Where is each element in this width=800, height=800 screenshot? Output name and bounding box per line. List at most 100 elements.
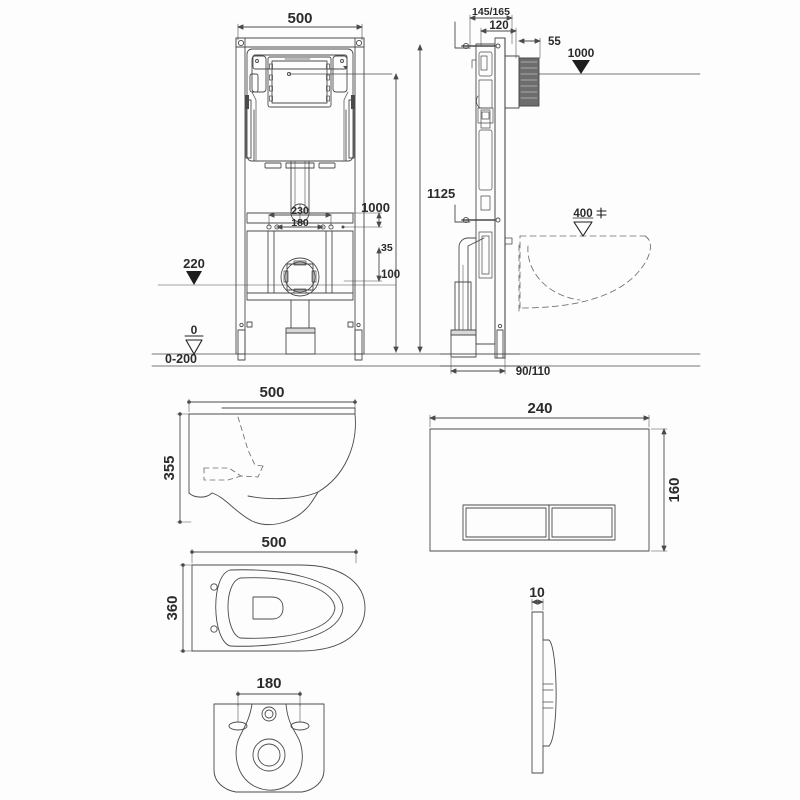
view-frame-side bbox=[439, 21, 701, 367]
side-foot bbox=[496, 329, 504, 359]
dim-elevation-1000: 1000 bbox=[568, 46, 595, 60]
bowl-plan-outline bbox=[191, 564, 366, 652]
bowl-plan-rim bbox=[227, 577, 336, 639]
dim-outlet-spacing: 230 bbox=[291, 205, 309, 217]
elbow-collar bbox=[450, 329, 477, 336]
foot-left-block bbox=[246, 321, 253, 328]
view-flush-plate-side bbox=[531, 611, 557, 774]
bowl-plan-seat bbox=[215, 569, 344, 647]
dim-depth-55: 55 bbox=[548, 36, 561, 48]
waste-collar-flange bbox=[286, 263, 314, 291]
view-bowl-bottom bbox=[213, 703, 325, 793]
flush-button-small-inner bbox=[551, 507, 613, 538]
foot-left bbox=[237, 329, 246, 361]
left-vent-plate bbox=[264, 162, 282, 169]
dim-bolt-spacing: 180 bbox=[291, 217, 309, 229]
dim-frame-width: 500 bbox=[287, 10, 312, 27]
finished-floor-symbol-icon bbox=[596, 207, 607, 219]
dim-bowl-height: 355 bbox=[161, 455, 178, 480]
dim-level-0: 0 bbox=[191, 323, 198, 337]
actuator-hatching bbox=[520, 61, 538, 99]
bowl-bottom-waste-outer bbox=[252, 738, 286, 772]
foot-right-block bbox=[347, 321, 354, 328]
dims-frame-front: 500 1125 1000 230 180 35 100 220 0 0-200 bbox=[157, 10, 455, 366]
dim-plate-thickness: 10 bbox=[529, 584, 545, 600]
bowl-bottom-flush-inlet-inner bbox=[264, 709, 274, 719]
level-220-triangle bbox=[186, 271, 202, 285]
dim-mount-height: 1000 bbox=[361, 200, 390, 215]
waste-outlet-assembly bbox=[246, 230, 354, 301]
cistern-assembly bbox=[245, 48, 393, 162]
bowl-plan-bolt-hole-bottom bbox=[210, 625, 218, 633]
side-cistern-internals bbox=[471, 51, 494, 279]
frame-top-rail bbox=[235, 37, 365, 48]
side-body-outline bbox=[475, 43, 496, 345]
side-mid-bolt-right bbox=[495, 217, 501, 223]
side-foot-pin bbox=[497, 323, 503, 329]
dim-depth-120: 120 bbox=[489, 20, 508, 32]
dim-floor-range: 0-200 bbox=[165, 352, 197, 366]
inspection-opening-outer bbox=[267, 56, 332, 108]
cistern-tab-left-hole bbox=[255, 59, 259, 63]
bowl-plan-bolt-hole-top bbox=[210, 583, 218, 591]
elev-400-triangle bbox=[573, 221, 593, 237]
level-0-triangle bbox=[185, 339, 203, 355]
side-top-bolt-left bbox=[462, 42, 470, 50]
bowl-bottom-waste-inner bbox=[257, 743, 281, 767]
dim-bowl-projection: 500 bbox=[259, 384, 284, 401]
flush-button-small-outer bbox=[548, 504, 616, 541]
flush-plate-outline bbox=[429, 428, 650, 552]
foot-left-pin bbox=[239, 322, 244, 328]
dim-bottom-bolt-spacing: 180 bbox=[256, 675, 281, 692]
dim-total-height: 1125 bbox=[427, 186, 455, 201]
cistern-tab-right bbox=[332, 55, 348, 93]
fill-valve-box bbox=[249, 73, 259, 93]
bowl-hidden-internals bbox=[203, 416, 264, 481]
dim-offset-35: 35 bbox=[381, 242, 393, 254]
view-frame-front bbox=[151, 37, 521, 367]
side-bowl-phantom bbox=[518, 235, 651, 313]
elbow-inner bbox=[467, 237, 485, 331]
dim-plate-width: 240 bbox=[527, 400, 552, 417]
plate-side-profile bbox=[531, 611, 557, 774]
dim-drain-size: 90/110 bbox=[516, 366, 551, 378]
bowl-bottom-curve bbox=[211, 491, 319, 525]
pipe-shroud bbox=[285, 162, 315, 169]
view-bowl-plan bbox=[191, 564, 366, 652]
elbow-outer bbox=[458, 237, 477, 331]
inspection-opening-inner bbox=[271, 60, 328, 104]
bowl-rear-underside bbox=[188, 492, 213, 498]
left-dark-clip bbox=[245, 95, 249, 109]
frame-top-right-bolt bbox=[355, 39, 363, 47]
waste-collar-outer bbox=[280, 257, 320, 297]
bowl-bottom-flush-inlet-outer bbox=[261, 706, 277, 722]
bowl-bottom-outline bbox=[213, 703, 325, 793]
dim-depth-range: 145/165 bbox=[472, 6, 510, 18]
foot-right-pin bbox=[356, 322, 361, 328]
dims-flush-plate-side: 10 bbox=[529, 584, 545, 611]
dim-plan-width: 360 bbox=[164, 595, 181, 620]
dim-elevation-400: 400 bbox=[573, 208, 592, 220]
dims-bowl-bottom: 180 bbox=[236, 675, 302, 707]
dim-offset-100: 100 bbox=[381, 269, 400, 281]
cistern-left-brace bbox=[251, 91, 257, 161]
side-mid-bolt-left bbox=[462, 216, 470, 224]
frame-feet bbox=[237, 321, 363, 361]
side-top-bolt-right bbox=[495, 43, 501, 49]
dim-plate-height: 160 bbox=[666, 477, 683, 502]
elev-1000-triangle bbox=[572, 60, 590, 74]
foot-right bbox=[354, 329, 363, 361]
cistern-tab-arrow bbox=[343, 66, 348, 69]
flush-button-large-inner bbox=[465, 507, 547, 538]
right-dark-clip bbox=[351, 95, 355, 109]
dims-flush-plate-front: 240 160 bbox=[429, 400, 683, 552]
actuator-block bbox=[518, 57, 540, 107]
frame-top-left-bolt bbox=[237, 39, 245, 47]
side-flush-elbow bbox=[450, 237, 485, 358]
view-flush-plate-front bbox=[429, 428, 650, 552]
inspection-clips bbox=[269, 63, 330, 102]
waste-collar-inner bbox=[284, 261, 316, 293]
cistern-tab-right-hole bbox=[340, 59, 344, 63]
